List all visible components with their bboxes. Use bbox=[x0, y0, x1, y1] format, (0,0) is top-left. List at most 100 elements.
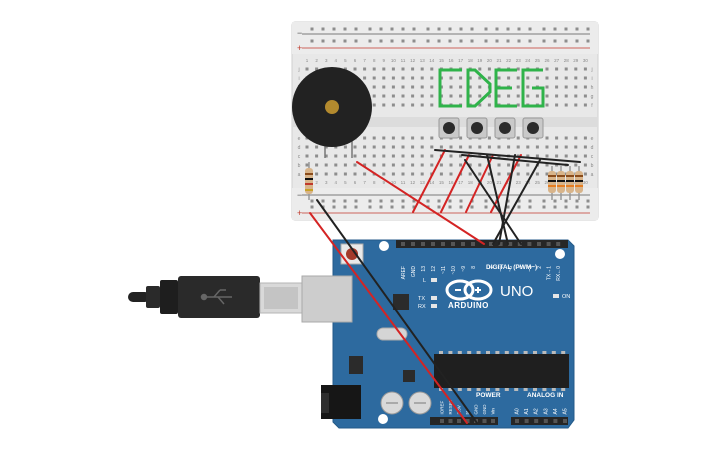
breadboard-hole bbox=[334, 163, 338, 167]
resistor bbox=[548, 166, 556, 200]
chip-leg bbox=[504, 388, 509, 391]
breadboard-hole bbox=[401, 145, 405, 149]
header-pin bbox=[489, 242, 493, 246]
breadboard-hole bbox=[545, 136, 549, 140]
breadboard-hole bbox=[468, 76, 472, 80]
breadboard-hole bbox=[535, 154, 539, 158]
pin-label: ~11 bbox=[441, 266, 447, 274]
breadboard-hole bbox=[391, 145, 395, 149]
column-number: 13 bbox=[420, 180, 426, 185]
header-pin bbox=[411, 242, 415, 246]
rail-hole bbox=[412, 205, 416, 209]
rail-hole bbox=[437, 199, 441, 203]
breadboard-hole bbox=[382, 172, 386, 176]
breadboard-hole bbox=[516, 172, 520, 176]
breadboard-hole bbox=[439, 145, 443, 149]
breadboard-hole bbox=[343, 67, 347, 71]
rail-hole bbox=[564, 27, 568, 31]
rail-hole bbox=[332, 205, 336, 209]
rail-hole bbox=[506, 39, 510, 43]
chip-leg bbox=[476, 351, 481, 354]
push-button-g[interactable] bbox=[522, 117, 544, 139]
pin-label: ~3 bbox=[527, 266, 533, 272]
rail-hole bbox=[517, 39, 521, 43]
breadboard-hole bbox=[353, 154, 357, 158]
chip-leg bbox=[467, 388, 472, 391]
breadboard-hole bbox=[420, 172, 424, 176]
breadboard-hole bbox=[411, 76, 415, 80]
column-number: 14 bbox=[429, 58, 435, 63]
breadboard-hole bbox=[334, 172, 338, 176]
breadboard-hole bbox=[545, 85, 549, 89]
breadboard-hole bbox=[430, 76, 434, 80]
breadboard-hole bbox=[420, 67, 424, 71]
header-pin bbox=[431, 242, 435, 246]
breadboard-hole bbox=[420, 85, 424, 89]
breadboard-hole bbox=[430, 136, 434, 140]
regulator bbox=[349, 356, 363, 374]
rail-hole bbox=[310, 199, 314, 203]
breadboard-hole bbox=[382, 67, 386, 71]
breadboard-hole bbox=[583, 94, 587, 98]
chip-leg bbox=[486, 351, 490, 354]
column-number: 28 bbox=[564, 58, 570, 63]
breadboard-hole bbox=[516, 163, 520, 167]
breadboard-hole bbox=[545, 145, 549, 149]
rail-hole bbox=[528, 205, 532, 209]
column-number: 20 bbox=[487, 180, 493, 185]
breadboard-hole bbox=[497, 145, 501, 149]
pin-label: 7 bbox=[489, 266, 495, 269]
breadboard-hole bbox=[353, 163, 357, 167]
breadboard-hole bbox=[497, 94, 501, 98]
resistor-speaker bbox=[305, 162, 313, 200]
breadboard-hole bbox=[516, 85, 520, 89]
push-button-e[interactable] bbox=[494, 117, 516, 139]
column-number: 16 bbox=[448, 58, 454, 63]
rail-hole bbox=[437, 205, 441, 209]
breadboard-hole bbox=[468, 172, 472, 176]
rail-hole bbox=[542, 39, 546, 43]
breadboard-hole bbox=[583, 145, 587, 149]
breadboard-hole bbox=[420, 154, 424, 158]
rail-hole bbox=[506, 27, 510, 31]
header-pin bbox=[448, 419, 453, 423]
breadboard-hole bbox=[363, 163, 367, 167]
note-letter-d bbox=[466, 68, 492, 108]
black-wire bbox=[316, 199, 478, 424]
breadboard-hole bbox=[391, 103, 395, 107]
rail-hole bbox=[321, 27, 325, 31]
chip-leg bbox=[514, 351, 519, 354]
breadboard-hole bbox=[574, 163, 578, 167]
breadboard-hole bbox=[372, 145, 376, 149]
breadboard-hole bbox=[564, 145, 568, 149]
header-pin bbox=[534, 419, 539, 423]
rail-hole bbox=[412, 39, 416, 43]
breadboard-hole bbox=[478, 76, 482, 80]
red-wire bbox=[356, 161, 485, 245]
breadboard-hole bbox=[583, 154, 587, 158]
breadboard-hole bbox=[516, 136, 520, 140]
chip-leg bbox=[542, 388, 547, 391]
pin-label: GND bbox=[411, 266, 417, 278]
pin-label: ~6 bbox=[499, 266, 505, 272]
rail-hole bbox=[484, 27, 488, 31]
header-pin bbox=[401, 242, 405, 246]
breadboard-hole bbox=[430, 103, 434, 107]
breadboard-hole bbox=[439, 163, 443, 167]
column-number: 12 bbox=[410, 58, 416, 63]
push-button-d[interactable] bbox=[466, 117, 488, 139]
rail-hole bbox=[354, 205, 358, 209]
breadboard-hole bbox=[420, 103, 424, 107]
breadboard-hole bbox=[516, 67, 520, 71]
rail-hole bbox=[426, 199, 430, 203]
column-number: 18 bbox=[468, 180, 474, 185]
chip-leg bbox=[486, 388, 490, 391]
header-pin bbox=[482, 419, 487, 423]
row-letter: g bbox=[591, 94, 594, 100]
tx-label: TX bbox=[418, 296, 425, 302]
arduino-logo bbox=[445, 279, 493, 301]
push-button-c[interactable] bbox=[438, 117, 460, 139]
breadboard-hole bbox=[459, 163, 463, 167]
rail-hole bbox=[459, 205, 463, 209]
